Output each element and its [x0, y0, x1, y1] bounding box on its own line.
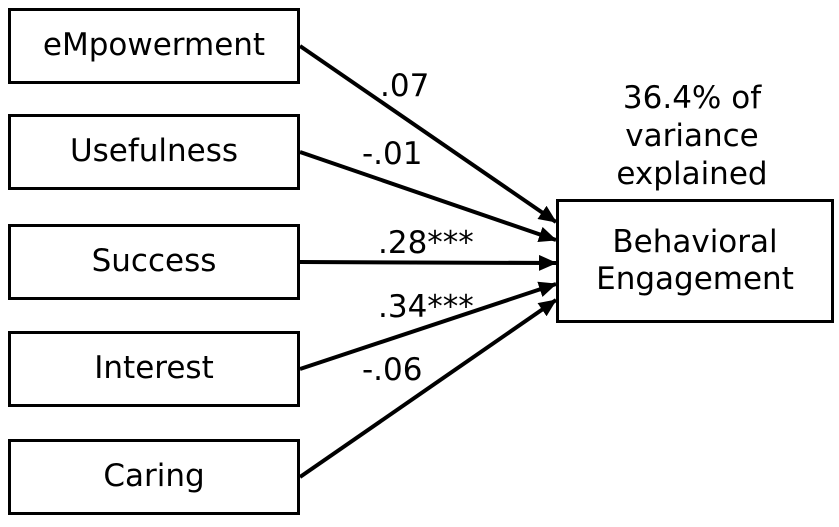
- predictor-box-empowerment: eMpowerment: [8, 8, 300, 84]
- predictor-label: Usefulness: [69, 133, 239, 170]
- outcome-label-line: Behavioral: [612, 223, 778, 260]
- outcome-box-behavioral-engagement: Behavioral Engagement: [556, 199, 834, 323]
- arrow-interest: [299, 281, 557, 371]
- predictor-box-interest: Interest: [8, 331, 300, 407]
- predictor-box-success: Success: [8, 224, 300, 300]
- coefficient-caring: -.06: [362, 352, 423, 388]
- variance-note-line: explained: [616, 155, 768, 192]
- coefficient-success: .28***: [378, 225, 474, 261]
- arrow-empowerment: [298, 44, 558, 224]
- variance-explained-note: 36.4% of variance explained: [572, 80, 812, 193]
- variance-note-line: 36.4% of: [622, 80, 762, 116]
- variance-note-line: variance: [625, 117, 759, 154]
- outcome-label: Behavioral Engagement: [596, 224, 794, 298]
- predictor-label: Caring: [103, 458, 205, 495]
- coefficient-usefulness: -.01: [362, 136, 423, 172]
- outcome-label-line: Engagement: [596, 261, 794, 297]
- predictor-box-usefulness: Usefulness: [8, 114, 300, 190]
- predictor-box-caring: Caring: [8, 439, 300, 515]
- coefficient-interest: .34***: [378, 289, 474, 325]
- predictor-label: Success: [91, 243, 217, 280]
- coefficient-empowerment: .07: [380, 68, 430, 104]
- arrow-success: [299, 254, 557, 271]
- arrow-caring: [298, 298, 558, 479]
- predictor-label: Interest: [94, 350, 214, 387]
- predictor-label: eMpowerment: [42, 27, 266, 64]
- arrow-usefulness: [299, 150, 557, 243]
